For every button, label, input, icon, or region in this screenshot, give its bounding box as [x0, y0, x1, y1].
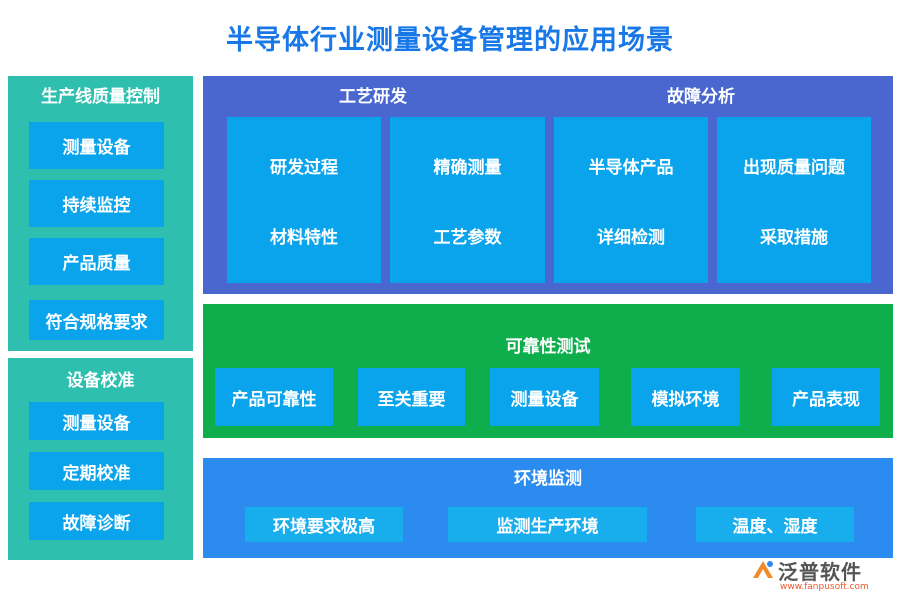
process-item: 研发过程 [270, 158, 338, 178]
reliability-heading: 可靠性测试 [505, 337, 591, 357]
page-title: 半导体行业测量设备管理的应用场景 [226, 25, 674, 56]
process-item: 半导体产品 [588, 158, 674, 178]
logo-text: 泛普软件 [778, 560, 862, 584]
reliability-item: 产品表现 [772, 368, 880, 426]
logo-url: www.fanpusoft.com [780, 582, 869, 592]
process-item: 详细检测 [597, 228, 665, 248]
reliability-item: 产品可靠性 [215, 368, 333, 426]
fanpu-logo-icon [753, 561, 773, 578]
reliability-item: 至关重要 [358, 368, 465, 426]
reliability-item: 测量设备 [490, 368, 599, 426]
environment-item: 监测生产环境 [448, 507, 647, 542]
reliability-panel: 可靠性测试 产品可靠性 至关重要 测量设备 模拟环境 产品表现 [203, 304, 893, 438]
process-item: 工艺参数 [433, 228, 502, 248]
process-item: 出现质量问题 [743, 158, 845, 178]
calibration-item: 故障诊断 [29, 502, 164, 540]
process-rd-heading: 工艺研发 [339, 87, 407, 107]
reliability-item: 模拟环境 [631, 368, 740, 426]
environment-item: 环境要求极高 [245, 507, 403, 542]
calibration-panel: 设备校准 测量设备 定期校准 故障诊断 [8, 358, 193, 560]
process-item: 精确测量 [433, 158, 502, 178]
production-quality-heading: 生产线质量控制 [41, 87, 160, 107]
production-quality-panel: 生产线质量控制 测量设备 持续监控 产品质量 符合规格要求 [8, 76, 193, 351]
production-quality-item: 符合规格要求 [29, 300, 164, 340]
process-column: 精确测量 工艺参数 [390, 117, 545, 283]
process-column: 出现质量问题 采取措施 [717, 117, 871, 283]
failure-analysis-heading: 故障分析 [667, 87, 735, 107]
process-column: 半导体产品 详细检测 [554, 117, 708, 283]
fanpu-logo: 泛普软件 www.fanpusoft.com [750, 554, 890, 594]
process-panel: 工艺研发 故障分析 研发过程 材料特性 精确测量 工艺参数 半导体产品 详细检测… [203, 76, 893, 294]
calibration-heading: 设备校准 [66, 371, 135, 391]
environment-heading: 环境监测 [514, 469, 582, 489]
environment-panel: 环境监测 环境要求极高 监测生产环境 温度、湿度 [203, 458, 893, 558]
production-quality-item: 测量设备 [29, 122, 164, 169]
process-item: 采取措施 [760, 228, 828, 248]
process-column: 研发过程 材料特性 [227, 117, 381, 283]
calibration-item: 测量设备 [29, 402, 164, 440]
environment-item: 温度、湿度 [696, 507, 854, 542]
production-quality-item: 产品质量 [29, 238, 164, 285]
process-item: 材料特性 [270, 228, 338, 248]
production-quality-item: 持续监控 [29, 180, 164, 227]
calibration-item: 定期校准 [29, 452, 164, 490]
